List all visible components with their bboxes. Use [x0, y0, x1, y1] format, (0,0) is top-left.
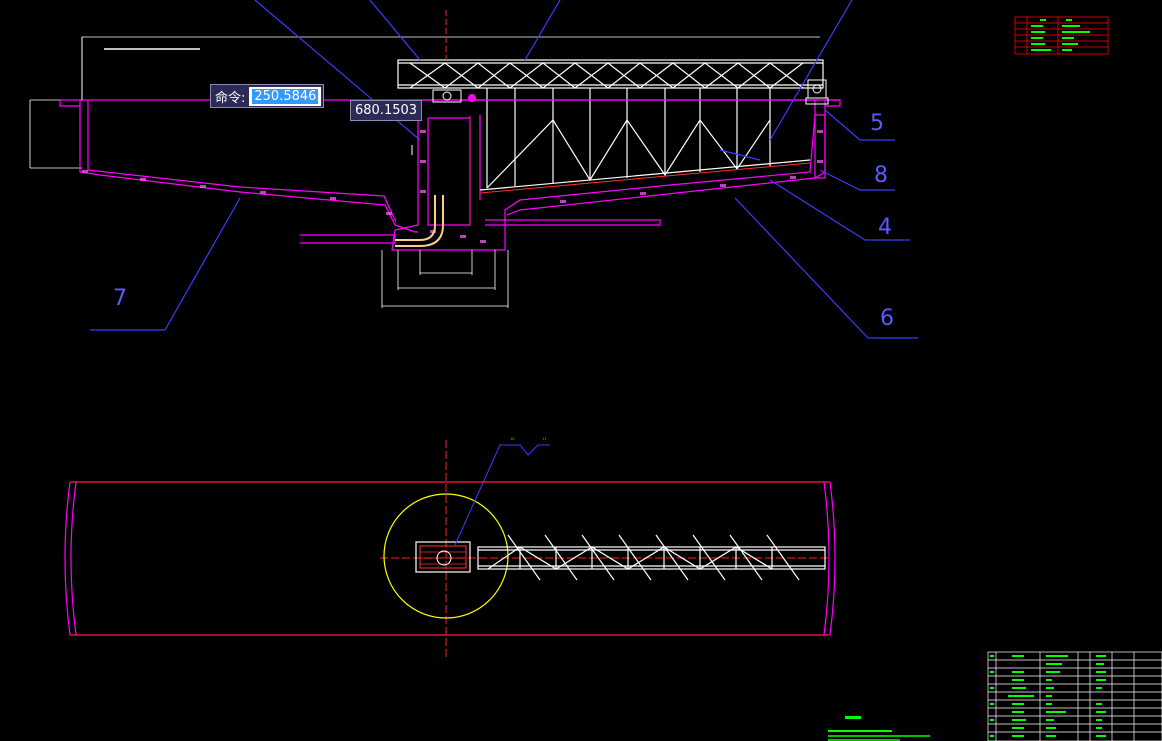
technical-notes: [828, 716, 930, 741]
coordinate-tooltip: 680.1503: [350, 100, 423, 121]
callout-6: 6: [880, 306, 894, 331]
legend-table-top: [1014, 16, 1109, 55]
callout-5: 5: [870, 111, 884, 136]
parts-list-table: [987, 651, 1162, 741]
command-input[interactable]: 250.5846: [249, 86, 322, 106]
svg-text:11: 11: [542, 437, 546, 441]
section-view: 5 8 4 7 6: [29, 0, 918, 339]
command-label: 命令:: [215, 90, 246, 106]
callout-8: 8: [874, 163, 888, 188]
plan-view: 10 11: [64, 437, 836, 660]
callout-7: 7: [113, 286, 127, 311]
command-prompt[interactable]: 命令: 250.5846: [210, 84, 325, 108]
command-input-value[interactable]: 250.5846: [252, 88, 319, 104]
svg-text:10: 10: [510, 437, 514, 441]
callout-4: 4: [878, 215, 892, 240]
